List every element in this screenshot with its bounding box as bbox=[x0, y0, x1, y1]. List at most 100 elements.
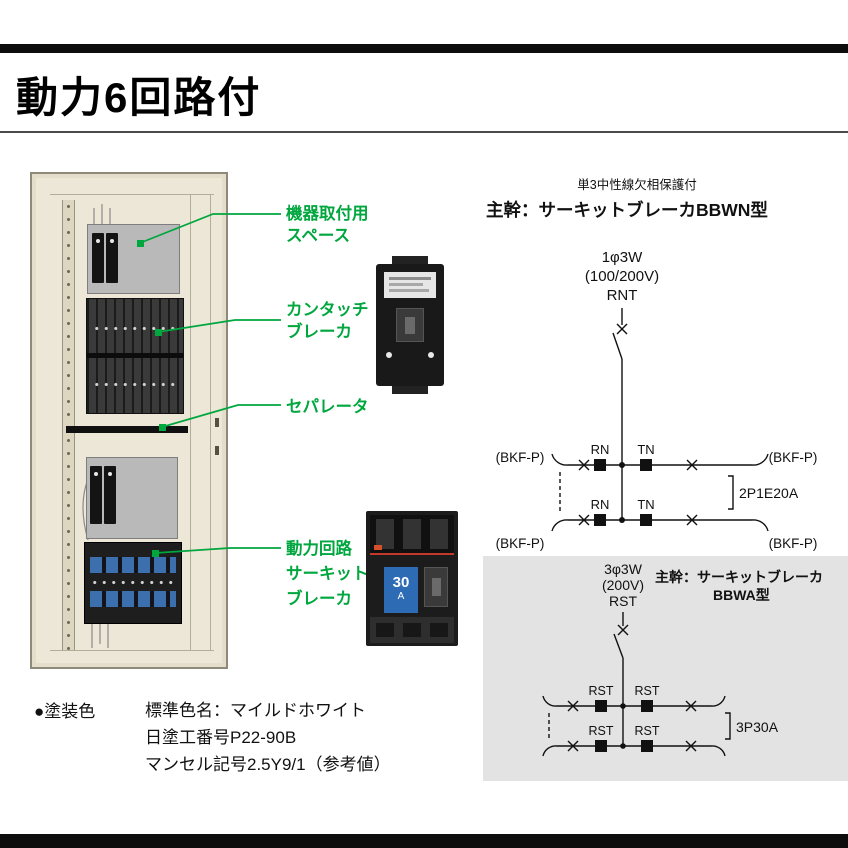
paint-color-heading: ●塗装色 bbox=[34, 702, 96, 721]
frame-line-top bbox=[50, 194, 214, 195]
power-spec-phase: 1φ3W bbox=[602, 249, 643, 266]
diagram-main-title-line2: BBWA型 bbox=[713, 587, 770, 603]
callout-label-line: 機器取付用 bbox=[286, 205, 369, 223]
rating-bracket bbox=[725, 712, 731, 740]
phase-label-rst: RST bbox=[589, 724, 614, 738]
terminal-strip-bottom bbox=[370, 617, 454, 643]
power-spec-voltage: (200V) bbox=[602, 577, 644, 593]
bottom-black-bar bbox=[0, 834, 848, 848]
bkf-label: (BKF-P) bbox=[496, 450, 545, 465]
terminal-slot bbox=[430, 519, 448, 549]
door-latch-bottom bbox=[215, 446, 219, 455]
rating-unit: A bbox=[397, 591, 405, 602]
breaker-indicator-dot bbox=[108, 472, 112, 476]
breaker-element bbox=[641, 700, 653, 712]
power-spec-phase: 3φ3W bbox=[604, 561, 643, 577]
circuit-diagram-bbwn: 単3中性線欠相保護付 主幹：サーキットブレーカBBWN型 1φ3W (100/2… bbox=[486, 177, 818, 551]
lower-mount-plate bbox=[86, 457, 178, 539]
circuit-diagram-bbwa-box: 3φ3W (200V) RST 主幹：サーキットブレーカ BBWA型 bbox=[483, 556, 848, 781]
phase-label-rn: RN bbox=[591, 497, 610, 512]
branch-row-2-lines bbox=[551, 514, 769, 532]
toggle-notch bbox=[405, 317, 415, 334]
separator-bar bbox=[66, 426, 188, 433]
panel-cabinet-illustration bbox=[30, 172, 228, 669]
diagram-main-title-line1: 主幹：サーキットブレーカ bbox=[655, 569, 823, 585]
door-edge-line-2 bbox=[210, 194, 211, 651]
rating-label-blue: 30 A bbox=[384, 567, 418, 613]
phase-label-rst: RST bbox=[635, 724, 660, 738]
diagram-main-title: 主幹：サーキットブレーカBBWN型 bbox=[486, 200, 768, 220]
red-accent-line bbox=[370, 553, 454, 555]
small-breaker-2 bbox=[106, 233, 118, 283]
breaker-top-tab bbox=[392, 256, 428, 266]
bkf-label: (BKF-P) bbox=[496, 536, 545, 551]
breaker-element bbox=[595, 740, 607, 752]
phase-label-tn: TN bbox=[637, 442, 654, 457]
diagram-protection-note: 単3中性線欠相保護付 bbox=[577, 177, 696, 192]
breaker-dots-row bbox=[90, 579, 176, 586]
callout-label-line: カンタッチ bbox=[286, 301, 369, 319]
door-edge-line-1 bbox=[190, 194, 191, 651]
terminal-slot bbox=[403, 519, 421, 549]
kantouch-breaker-block bbox=[86, 298, 184, 414]
orange-marker bbox=[374, 545, 382, 550]
breaker-indicator-dot bbox=[110, 239, 114, 243]
phase-label-rn: RN bbox=[591, 442, 610, 457]
breaker-indicator-dot bbox=[96, 239, 100, 243]
callout-power-circuit-breaker: 動力回路 サーキット ブレーカ bbox=[286, 537, 369, 612]
power-spec-wires: RST bbox=[609, 593, 637, 609]
power-breaker-row-1 bbox=[90, 557, 176, 573]
label-text-line bbox=[389, 289, 429, 292]
small-breaker-1 bbox=[92, 233, 104, 283]
phase-label-tn: TN bbox=[637, 497, 654, 512]
main-switch-symbol bbox=[612, 308, 628, 520]
callout-label-line: サーキット bbox=[286, 565, 369, 583]
callout-label-line: セパレータ bbox=[286, 398, 369, 416]
small-breaker-3 bbox=[90, 466, 102, 524]
callout-equipment-space: 機器取付用 スペース bbox=[286, 203, 369, 247]
breaker-toggle bbox=[424, 567, 448, 607]
breaker-element bbox=[595, 700, 607, 712]
bkf-label: (BKF-P) bbox=[769, 450, 818, 465]
frame-line-bottom bbox=[50, 650, 214, 651]
terminal-dot bbox=[386, 352, 392, 358]
breaker-rating-label bbox=[384, 272, 436, 298]
branch-rating-label: 2P1E20A bbox=[739, 485, 799, 501]
top-black-bar bbox=[0, 44, 848, 53]
terminal-strip-top bbox=[370, 515, 454, 553]
callout-kantouch-breaker: カンタッチ ブレーカ bbox=[286, 299, 369, 343]
terminal-dot bbox=[428, 352, 434, 358]
label-text-line bbox=[389, 283, 423, 286]
label-text-line bbox=[389, 277, 431, 280]
neutral-protect-element bbox=[594, 459, 606, 471]
breaker-dots-row bbox=[92, 325, 178, 332]
paint-jpma-number: 日塗工番号P22-90B bbox=[145, 728, 297, 747]
callout-label-line: スペース bbox=[286, 227, 351, 245]
page-title: 動力6回路付 bbox=[16, 74, 262, 121]
branch-rating-label: 3P30A bbox=[736, 719, 779, 735]
breaker-dots-row bbox=[92, 381, 178, 388]
kantouch-breaker-photo bbox=[370, 256, 450, 394]
paint-munsell-code: マンセル記号2.5Y9/1（参考値） bbox=[145, 755, 391, 774]
breaker-toggle bbox=[396, 308, 424, 342]
phase-label-rst: RST bbox=[635, 684, 660, 698]
equipment-mount-plate bbox=[87, 224, 180, 294]
callout-separator: セパレータ bbox=[286, 396, 369, 418]
breaker-element bbox=[641, 740, 653, 752]
callout-label-line: ブレーカ bbox=[286, 590, 352, 608]
paint-standard-color: 標準色名：マイルドホワイト bbox=[145, 701, 366, 720]
branch-row-2-lines bbox=[542, 740, 726, 757]
branch-row-1-lines bbox=[542, 695, 726, 712]
bkf-label: (BKF-P) bbox=[769, 536, 818, 551]
phase-label-rst: RST bbox=[589, 684, 614, 698]
title-divider bbox=[0, 131, 848, 133]
small-breaker-4 bbox=[104, 466, 116, 524]
circuit-diagram-bbwa: 3φ3W (200V) RST 主幹：サーキットブレーカ BBWA型 bbox=[542, 561, 823, 757]
branch-row-1-lines bbox=[551, 453, 769, 471]
callout-label-line: ブレーカ bbox=[286, 323, 352, 341]
mounting-rail bbox=[62, 200, 75, 650]
rating-value: 30 bbox=[392, 574, 410, 591]
power-spec-voltage: (100/200V) bbox=[585, 268, 659, 285]
